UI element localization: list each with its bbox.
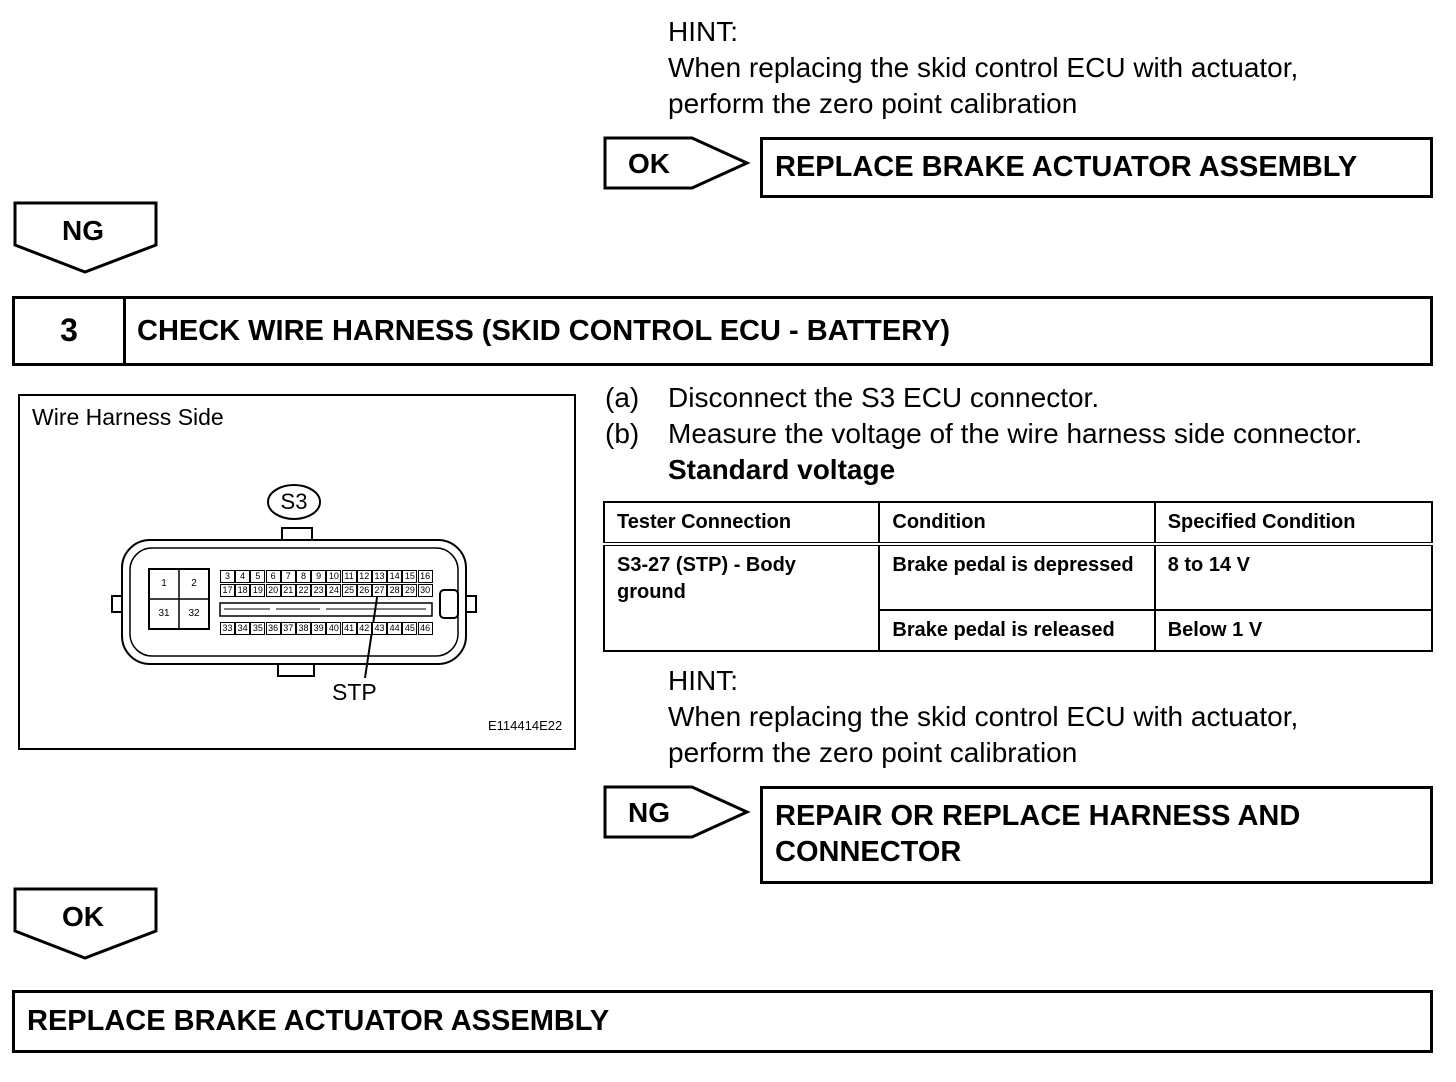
pin-cell: 45	[402, 622, 418, 635]
pin-cell: 46	[417, 622, 433, 635]
instruction-a-marker: (a)	[605, 382, 640, 413]
table-row: Brake pedal is released Below 1 V	[604, 609, 1434, 652]
table-cell-spec: 8 to 14 V	[1153, 543, 1434, 611]
table-header-row: Tester Connection Condition Specified Co…	[602, 501, 1434, 546]
pin-cell: 12	[356, 570, 372, 583]
pin-label: 31	[158, 608, 170, 619]
pin-cell: 25	[341, 584, 357, 597]
table-cell-spec: Below 1 V	[1153, 609, 1434, 652]
pin-cell: 6	[265, 570, 281, 583]
pin-cell: 18	[235, 584, 251, 597]
pin-label: 2	[191, 578, 197, 589]
pin-cell: 7	[280, 570, 296, 583]
pin-cell: 13	[372, 570, 387, 583]
pin-cell: 23	[311, 584, 327, 597]
final-result-box: REPLACE BRAKE ACTUATOR ASSEMBLY	[12, 990, 1433, 1053]
pin-cell: 35	[250, 622, 266, 635]
pin-cell: 42	[356, 622, 372, 635]
mid-ng-result-box: REPAIR OR REPLACE HARNESS AND CONNECTOR	[760, 786, 1433, 884]
step-number: 3	[60, 312, 78, 348]
pin-cell: 33	[220, 622, 235, 635]
pin-cell: 11	[341, 570, 357, 583]
top-hint-line-2: perform the zero point calibration	[668, 88, 1078, 119]
mid-ng-label: NG	[628, 797, 670, 828]
pin-cell: 39	[311, 622, 327, 635]
table-cell-connection: S3-27 (STP) - Body ground	[602, 543, 881, 652]
pin-cell: 14	[387, 570, 403, 583]
pin-label: 32	[188, 608, 200, 619]
bottom-ok-label: OK	[62, 901, 104, 932]
stp-pin-label: STP	[332, 679, 377, 705]
mid-ng-arrow-icon	[603, 785, 751, 839]
top-ok-result-box: REPLACE BRAKE ACTUATOR ASSEMBLY	[760, 137, 1433, 198]
pin-cell: 43	[372, 622, 387, 635]
table-header-cell: Tester Connection	[602, 501, 881, 546]
pin-cell: 16	[417, 570, 433, 583]
pin-label: 1	[161, 578, 167, 589]
table-header-cell: Specified Condition	[1153, 501, 1434, 546]
pin-cell: 19	[250, 584, 266, 597]
pin-cell: 20	[265, 584, 281, 597]
pin-cell: 8	[296, 570, 311, 583]
top-ng-label: NG	[62, 215, 104, 246]
pin-cell: 15	[402, 570, 418, 583]
top-ok-label: OK	[628, 148, 670, 179]
pin-cell: 38	[296, 622, 311, 635]
mid-ng-result-line-1: REPAIR OR REPLACE HARNESS AND	[775, 800, 1301, 832]
pin-cell: 24	[326, 584, 342, 597]
pin-cell: 21	[280, 584, 296, 597]
figure-id: E114414E22	[488, 718, 563, 733]
top-ng-arrow-icon	[13, 201, 158, 274]
mid-hint-line-2: perform the zero point calibration	[668, 737, 1078, 768]
bottom-ok-arrow-icon	[13, 887, 158, 960]
pin-cell: 5	[250, 570, 266, 583]
step-header: 3 CHECK WIRE HARNESS (SKID CONTROL ECU -…	[12, 296, 1433, 366]
pin-cell: 36	[265, 622, 281, 635]
pin-cell: 17	[220, 584, 235, 597]
final-result-text: REPLACE BRAKE ACTUATOR ASSEMBLY	[27, 1005, 610, 1037]
top-hint-line-1: When replacing the skid control ECU with…	[668, 52, 1299, 83]
mid-hint-line-1: When replacing the skid control ECU with…	[668, 701, 1299, 732]
instruction-b-text: Measure the voltage of the wire harness …	[668, 418, 1363, 449]
top-ok-arrow-icon	[603, 136, 751, 190]
pin-cell: 34	[235, 622, 251, 635]
figure-title: Wire Harness Side	[32, 404, 224, 430]
table-header-cell: Condition	[878, 501, 1156, 546]
pin-cell: 27	[372, 584, 387, 597]
standard-voltage-heading: Standard voltage	[668, 454, 896, 485]
instruction-a-text: Disconnect the S3 ECU connector.	[668, 382, 1100, 413]
pin-cell: 29	[402, 584, 418, 597]
pin-cell: 10	[326, 570, 342, 583]
mid-ng-result-line-2: CONNECTOR	[775, 836, 962, 868]
connector-label: S3	[280, 489, 308, 514]
top-ok-result-text: REPLACE BRAKE ACTUATOR ASSEMBLY	[775, 151, 1358, 183]
spec-table: Tester Connection Condition Specified Co…	[602, 501, 1434, 652]
pin-cell: 37	[280, 622, 296, 635]
instruction-b-marker: (b)	[605, 418, 640, 449]
pin-cell: 28	[387, 584, 403, 597]
pin-cell: 9	[311, 570, 327, 583]
pin-cell: 40	[326, 622, 342, 635]
table-cell-condition: Brake pedal is depressed	[878, 543, 1156, 611]
pin-cell: 30	[417, 584, 433, 597]
pin-cell: 41	[341, 622, 357, 635]
mid-hint-label: HINT:	[668, 665, 738, 696]
pin-cell: 4	[235, 570, 251, 583]
step-title: CHECK WIRE HARNESS (SKID CONTROL ECU - B…	[137, 315, 951, 347]
pin-cell: 22	[296, 584, 311, 597]
pin-cell: 26	[356, 584, 372, 597]
pin-cell: 44	[387, 622, 403, 635]
step-divider	[123, 299, 126, 363]
top-hint-label: HINT:	[668, 16, 738, 47]
table-row: S3-27 (STP) - Body ground Brake pedal is…	[602, 543, 1434, 652]
table-cell-condition: Brake pedal is released	[878, 609, 1156, 652]
pin-cell: 3	[220, 570, 235, 583]
